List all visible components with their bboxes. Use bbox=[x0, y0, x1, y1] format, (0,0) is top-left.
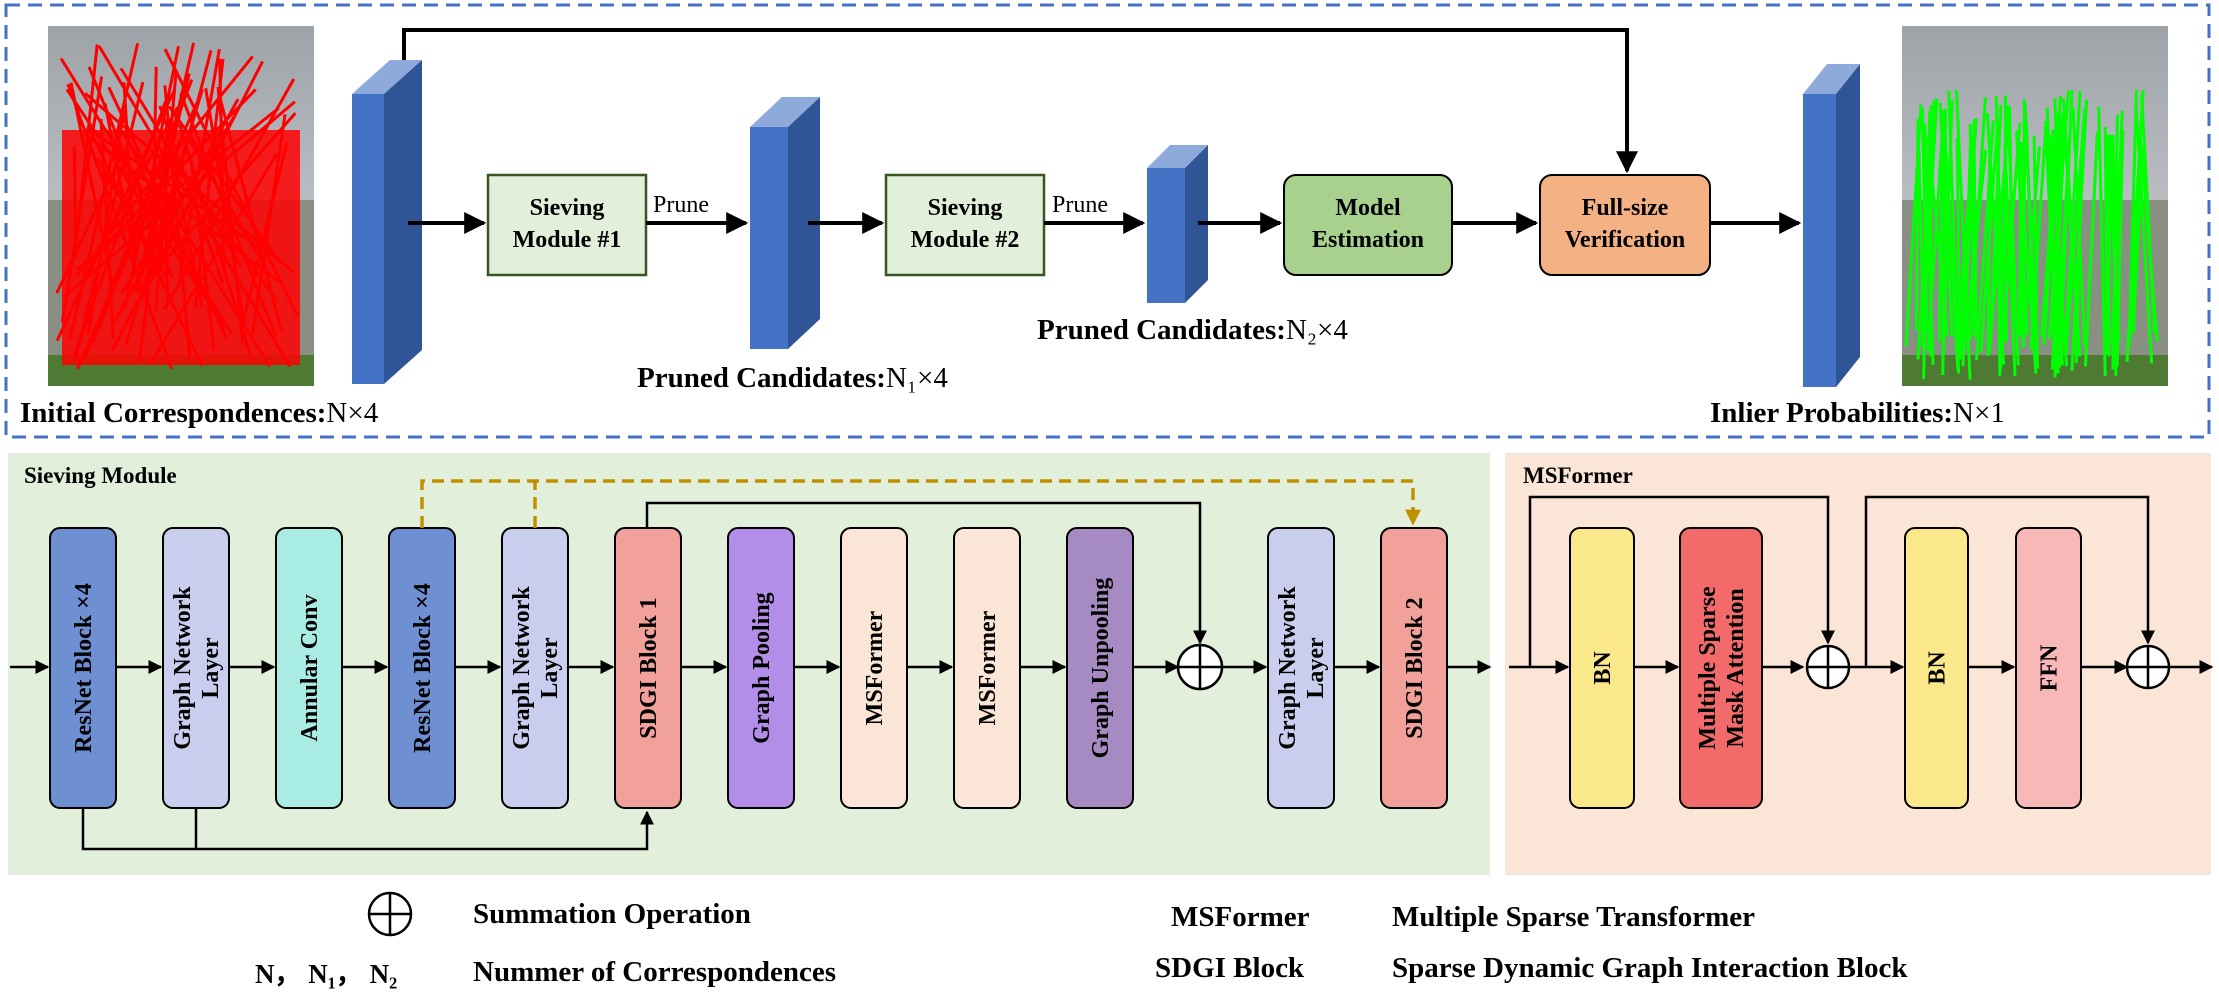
full-size-line2: Verification bbox=[1565, 227, 1685, 253]
sieving-block-label: Graph NetworkLayer bbox=[509, 586, 563, 750]
legend-msformer-desc: Multiple Sparse Transformer bbox=[1392, 901, 1755, 933]
sieving-block-label: Graph NetworkLayer bbox=[170, 586, 224, 750]
pruned2-caption: Pruned Candidates:N₂×4 bbox=[1037, 314, 1348, 346]
legend-sum-desc: Summation Operation bbox=[473, 898, 751, 930]
sieving-block-resnet-block-4: ResNet Block ×4 bbox=[49, 527, 117, 809]
msformer-title: MSFormer bbox=[1523, 463, 1633, 488]
output-feature-prism bbox=[1803, 64, 1860, 387]
sieving-block-msformer: MSFormer bbox=[953, 527, 1021, 809]
full-size-line1: Full-size bbox=[1582, 195, 1669, 221]
model-estimation-line2: Estimation bbox=[1312, 227, 1424, 253]
sieving-block-graph-network-layer: Graph NetworkLayer bbox=[501, 527, 569, 809]
dashed-skip-connection bbox=[420, 479, 1421, 528]
initial-correspondences-caption: Initial Correspondences:N×4 bbox=[20, 397, 379, 429]
pruned1-caption: Pruned Candidates:N₁×4 bbox=[637, 362, 948, 394]
legend-sdgi-term: SDGI Block bbox=[1155, 952, 1305, 984]
model-estimation-line1: Model bbox=[1335, 195, 1401, 221]
sieving-module-title: Sieving Module bbox=[24, 463, 177, 488]
msformer-block-bn: BN bbox=[1904, 527, 1969, 809]
sieving-block-sdgi-block-1: SDGI Block 1 bbox=[614, 527, 682, 809]
sieving-block-graph-network-layer: Graph NetworkLayer bbox=[162, 527, 230, 809]
pipeline-arrows bbox=[402, 28, 1802, 234]
sieving-block-msformer: MSFormer bbox=[840, 527, 908, 809]
legend-sdgi-desc: Sparse Dynamic Graph Interaction Block bbox=[1392, 952, 1908, 984]
prune-label-2: Prune bbox=[1052, 192, 1108, 218]
msformer-block-bn: BN bbox=[1569, 527, 1635, 809]
msformer-block-ffn: FFN bbox=[2015, 527, 2082, 809]
msformer-block-label: FFN bbox=[2037, 644, 2063, 691]
msformer-block-label: Multiple SparseMask Attention bbox=[1695, 586, 1749, 750]
sieving-module-2-box bbox=[884, 173, 1046, 277]
sieving-block-label: Graph NetworkLayer bbox=[1275, 586, 1329, 750]
sieving-module-blocks: ResNet Block ×4 Graph NetworkLayer Annular… bbox=[49, 527, 1448, 809]
sieving-block-label: ResNet Block ×4 bbox=[410, 583, 436, 753]
sieving-block-graph-network-layer: Graph NetworkLayer bbox=[1267, 527, 1335, 809]
input-feature-prism bbox=[352, 60, 422, 384]
pipeline-frame bbox=[4, 3, 2211, 439]
sieving-block-label: SDGI Block 1 bbox=[636, 597, 662, 738]
sieving-block-label: ResNet Block ×4 bbox=[71, 583, 97, 753]
pruned2-feature-prism bbox=[1147, 145, 1208, 303]
prune-label-1: Prune bbox=[653, 192, 709, 218]
sieving-block-graph-pooling: Graph Pooling bbox=[727, 527, 795, 809]
inlier-lines bbox=[1904, 90, 2159, 380]
pruned1-feature-prism bbox=[750, 97, 820, 349]
sieving-block-graph-unpooling: Graph Unpooling bbox=[1066, 527, 1134, 809]
inlier-probabilities-caption: Inlier Probabilities:N×1 bbox=[1710, 397, 2005, 429]
legend-n-symbols: N， N₁， N₂ bbox=[255, 959, 397, 989]
sieving-block-label: Annular Conv bbox=[297, 595, 323, 742]
sieving-block-annular-conv: Annular Conv bbox=[275, 527, 343, 809]
sieving-block-label: SDGI Block 2 bbox=[1402, 597, 1428, 738]
sieving-block-label: Graph Pooling bbox=[749, 592, 775, 743]
msformer-block-label: BN bbox=[1925, 651, 1951, 685]
msformer-block-label: BN bbox=[1590, 651, 1616, 685]
initial-correspondences-image bbox=[48, 26, 314, 386]
sieving-block-label: MSFormer bbox=[975, 610, 1001, 725]
legend-msformer-term: MSFormer bbox=[1171, 901, 1310, 933]
sieving1-line2: Module #1 bbox=[513, 227, 622, 253]
sieving-connections bbox=[10, 501, 1492, 851]
sieving2-line2: Module #2 bbox=[911, 227, 1020, 253]
sieving-block-label: Graph Unpooling bbox=[1088, 578, 1114, 759]
model-estimation-box bbox=[1283, 174, 1453, 276]
sieving1-line1: Sieving bbox=[530, 195, 605, 221]
full-size-verification-box bbox=[1539, 174, 1711, 276]
sieving-module-1-box bbox=[486, 173, 648, 277]
inlier-correspondences-image bbox=[1902, 26, 2168, 386]
msformer-blocks: BN Multiple SparseMask Attention BN FFN bbox=[1569, 527, 2082, 809]
sieving-block-label: MSFormer bbox=[862, 610, 888, 725]
msformer-connections bbox=[1509, 495, 2214, 674]
legend-n-desc: Nummer of Correspondences bbox=[473, 956, 836, 988]
msformer-block-multiple-sparse-mask-attention: Multiple SparseMask Attention bbox=[1679, 527, 1763, 809]
sieving2-line1: Sieving bbox=[928, 195, 1003, 221]
sieving-block-resnet-block-4: ResNet Block ×4 bbox=[388, 527, 456, 809]
sieving-block-sdgi-block-2: SDGI Block 2 bbox=[1380, 527, 1448, 809]
